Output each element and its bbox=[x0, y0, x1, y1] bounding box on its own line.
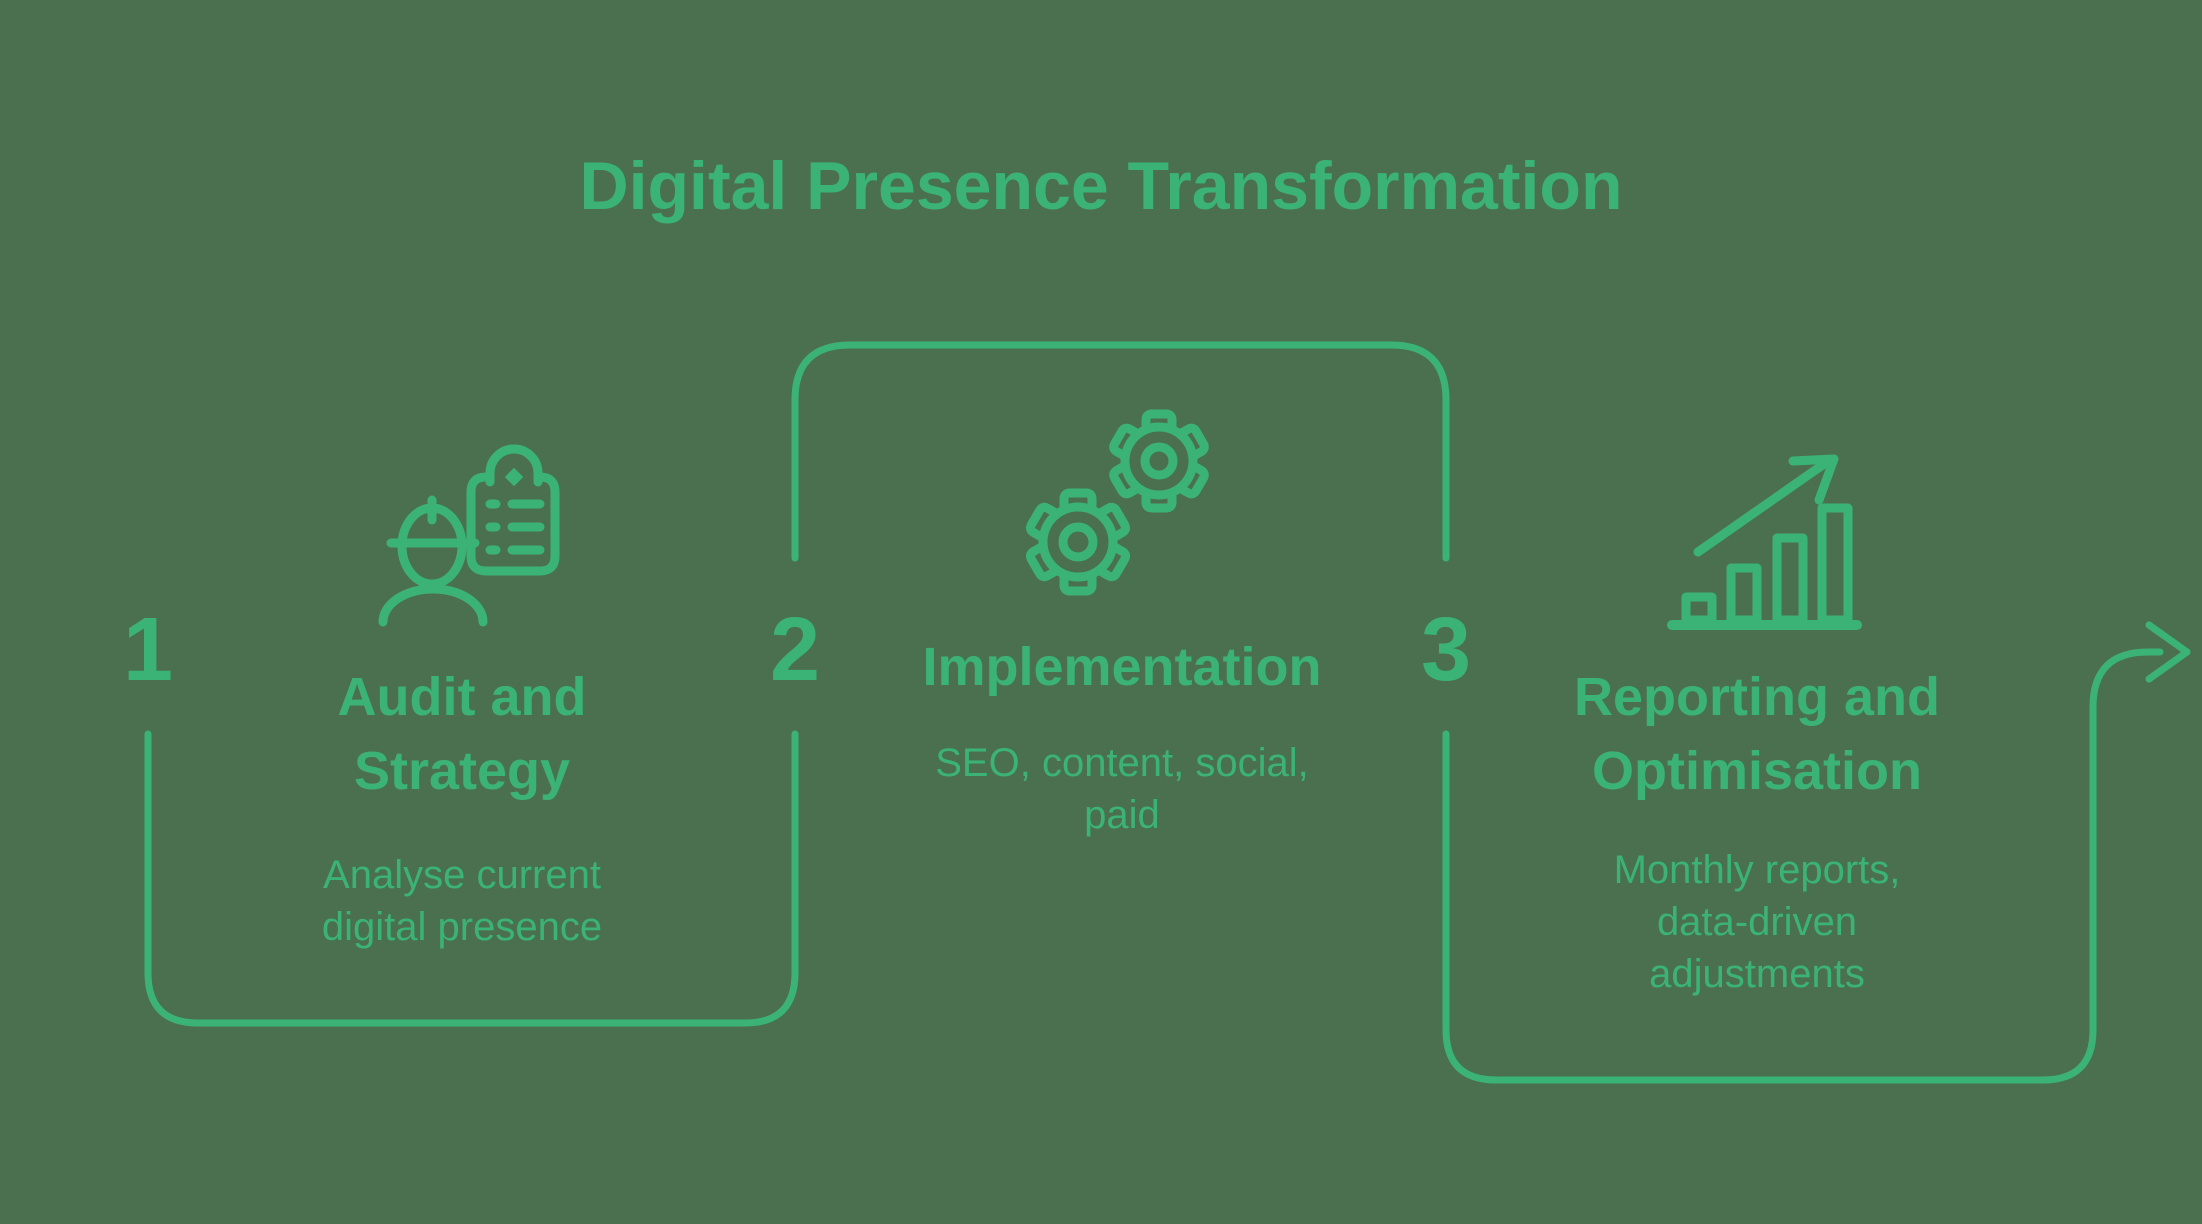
step1-title: Audit and Strategy bbox=[337, 667, 587, 801]
step2-title: Implementation bbox=[922, 637, 1322, 697]
page-title: Digital Presence Transformation bbox=[579, 148, 1623, 224]
growth-chart-icon bbox=[1667, 454, 1862, 630]
step1-bracket bbox=[144, 730, 799, 1027]
step2-description: SEO, content, social, paid bbox=[935, 741, 1309, 837]
step3-bracket bbox=[1442, 648, 2164, 1084]
step2-bracket bbox=[791, 341, 1450, 562]
step3-number: 3 bbox=[1420, 600, 1472, 700]
step1-description: Analyse current digital presence bbox=[321, 853, 603, 949]
step3-title: Reporting and Optimisation bbox=[1574, 667, 1940, 801]
step2-number: 2 bbox=[769, 600, 821, 700]
step3-description: Monthly reports, data-driven adjustments bbox=[1613, 848, 1901, 996]
exit-right-arrow-icon bbox=[2145, 621, 2191, 683]
gears-icon bbox=[1025, 409, 1209, 596]
step1-number: 1 bbox=[122, 600, 174, 700]
engineer-audit-icon bbox=[378, 444, 560, 627]
